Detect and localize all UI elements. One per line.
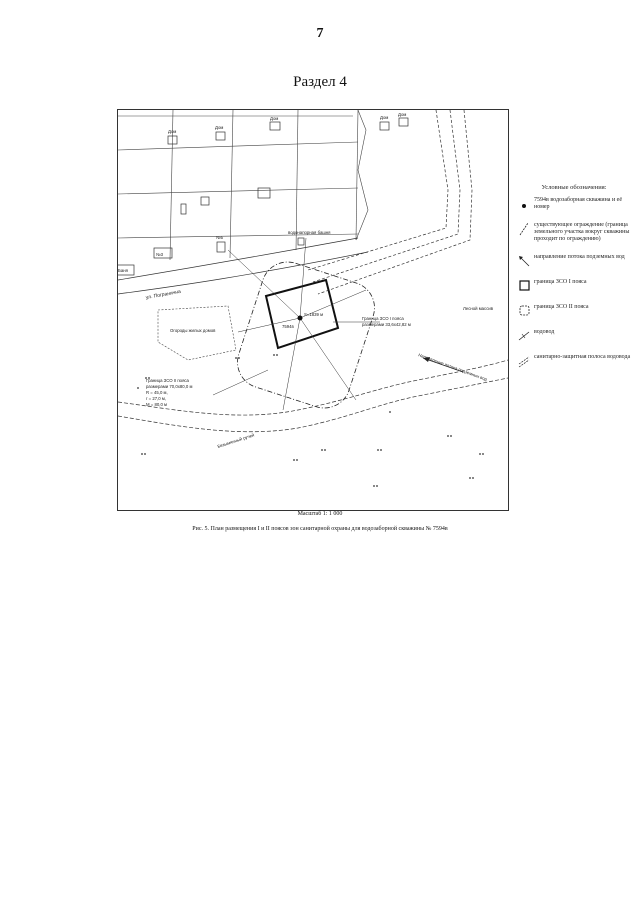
map-legend: Условные обозначения: 7594в водозаборная… bbox=[514, 184, 634, 379]
legend-text: водозаборная скважина и её номер bbox=[534, 197, 622, 211]
well-point-icon bbox=[514, 197, 534, 211]
legend-text: граница ЗСО I пояса bbox=[534, 279, 587, 286]
house-number: №3 bbox=[156, 252, 164, 257]
houses bbox=[118, 117, 409, 276]
parcel-lines bbox=[118, 110, 369, 261]
fence-line-icon bbox=[514, 222, 534, 236]
house-label: Дом bbox=[215, 125, 223, 130]
zone1-boundary bbox=[264, 278, 340, 350]
zone2-callout-line bbox=[212, 369, 269, 396]
zone2-label-line: Граница ЗСО II пояса bbox=[146, 378, 190, 383]
legend-well-code: 7594в bbox=[534, 197, 549, 204]
zone2-label-line: r = 27,0 м, bbox=[146, 396, 166, 401]
house-number: №5 bbox=[216, 235, 224, 240]
stream bbox=[118, 359, 508, 433]
fence-lines bbox=[307, 110, 473, 295]
legend-item-well: 7594в водозаборная скважина и её номер bbox=[514, 197, 634, 211]
distance-label: S=1839 м bbox=[304, 312, 323, 317]
well-number-label: 7594в bbox=[282, 324, 295, 329]
small-building-label: Баня bbox=[118, 268, 129, 273]
square-icon bbox=[514, 279, 534, 293]
map-scale: Масштаб 1: 1 000 bbox=[297, 511, 343, 517]
flow-direction-label: Направление потока подземных вод bbox=[418, 352, 489, 382]
legend-item-pipe: водовод bbox=[514, 329, 634, 343]
zone2-label-line: размерами 70,0х80,0 м bbox=[146, 384, 192, 389]
zone1-size: размерами 33,6х42,82 м bbox=[362, 322, 411, 327]
legend-text: водовод bbox=[534, 329, 555, 336]
zone2-boundary bbox=[237, 261, 375, 409]
house-label: Дом bbox=[398, 112, 406, 117]
house-label: Дом bbox=[380, 115, 388, 120]
legend-text: существующее ограждение (граница земельн… bbox=[534, 222, 630, 243]
street-label: ул. Погранична bbox=[145, 289, 181, 301]
figure-caption: Рис. 5. План размещения I и II поясов зо… bbox=[192, 526, 448, 532]
zone1-label: Граница ЗСО I пояса bbox=[362, 316, 404, 321]
legend-text: санитарно-защитная полоса водовода bbox=[534, 354, 631, 361]
stream-label: Безымянный ручей bbox=[217, 432, 256, 449]
house-label: Дом bbox=[168, 129, 176, 134]
legend-item-zone2: граница ЗСО II пояса bbox=[514, 304, 634, 318]
section-title: Раздел 4 bbox=[293, 74, 347, 90]
legend-item-zone1: граница ЗСО I пояса bbox=[514, 279, 634, 293]
pipe-icon bbox=[514, 329, 534, 343]
legend-item-flow: направление потока подземных вод bbox=[514, 254, 634, 268]
vegetation-marks bbox=[137, 354, 484, 487]
water-tower-label: водонапорная башня bbox=[288, 230, 331, 235]
garden-label: Огороды жилых домов bbox=[170, 328, 216, 333]
legend-item-fence: существующее ограждение (граница земельн… bbox=[514, 222, 634, 243]
zone2-label-line: R = 45,0 м, bbox=[146, 390, 168, 395]
garden-area bbox=[157, 305, 237, 361]
radial-lines bbox=[227, 237, 367, 411]
legend-title: Условные обозначения: bbox=[541, 184, 607, 191]
dashed-square-icon bbox=[514, 304, 534, 318]
arrow-icon bbox=[514, 254, 534, 268]
site-plan-map: ул. Погранична Дом Дом Дом Дом Дом №3 №5… bbox=[117, 109, 509, 511]
legend-text: направление потока подземных вод bbox=[534, 254, 625, 261]
zone2-label-line: M = 80,0 м bbox=[146, 402, 167, 407]
flow-direction-arrow bbox=[422, 357, 464, 373]
legend-item-strip: санитарно-защитная полоса водовода bbox=[514, 354, 634, 368]
well-point-icon bbox=[297, 315, 303, 321]
map-drawing: ул. Погранична Дом Дом Дом Дом Дом №3 №5… bbox=[118, 110, 508, 487]
legend-text: граница ЗСО II пояса bbox=[534, 304, 589, 311]
field-label: Лесной массив bbox=[463, 306, 494, 311]
zone2-label-block: Граница ЗСО II пояса размерами 70,0х80,0… bbox=[146, 378, 192, 407]
strip-icon bbox=[514, 354, 534, 368]
page-number: 7 bbox=[316, 26, 324, 41]
house-label: Дом bbox=[270, 116, 278, 121]
street bbox=[118, 237, 369, 295]
